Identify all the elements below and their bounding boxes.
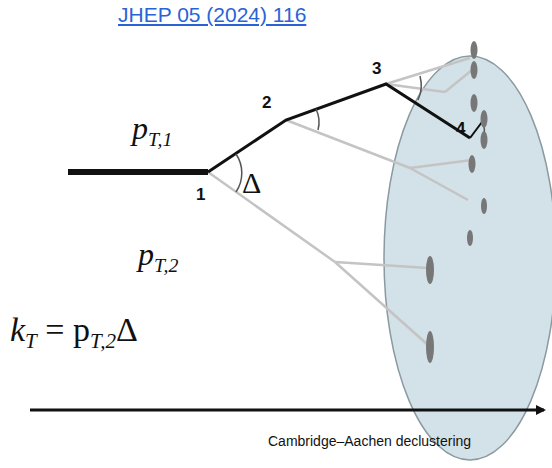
label-group: JHEP 05 (2024) 116 (118, 4, 306, 25)
momentum-subscript: T,2 (154, 254, 178, 276)
label-group: 3 (372, 60, 381, 77)
reference-link: JHEP 05 (2024) 116 (118, 3, 306, 26)
soft-branches (208, 58, 472, 345)
callout-number: 2 (262, 93, 271, 112)
callout-number: 1 (196, 185, 205, 204)
label-group: 1 (196, 186, 205, 203)
momentum-symbol: p (138, 236, 154, 272)
equation-text: = p (45, 311, 90, 348)
label-group: 4 (456, 120, 465, 137)
momentum-subscript: T,2 (90, 329, 116, 353)
label-group: kT = pT,2Δ (10, 312, 138, 352)
declustering-arrow (30, 409, 544, 412)
detector-region (384, 56, 552, 460)
callout-number: 4 (456, 119, 465, 138)
angle-symbol: Δ (242, 166, 261, 199)
label-group: pT,2 (138, 238, 178, 276)
momentum-subscript: T,1 (148, 128, 172, 150)
kt-symbol: k (10, 311, 25, 348)
label-group: Cambridge–Aachen declustering (268, 433, 471, 449)
label-group: pT,1 (132, 112, 172, 150)
label-group: Δ (242, 168, 261, 198)
axis-caption: Cambridge–Aachen declustering (268, 433, 471, 449)
hadron-hits (426, 41, 488, 363)
kt-subscript: T (25, 329, 37, 353)
callout-number: 3 (372, 59, 381, 78)
label-group: 2 (262, 94, 271, 111)
angle-arcs (236, 76, 484, 192)
momentum-symbol: p (132, 110, 148, 146)
angle-symbol: Δ (116, 311, 138, 348)
